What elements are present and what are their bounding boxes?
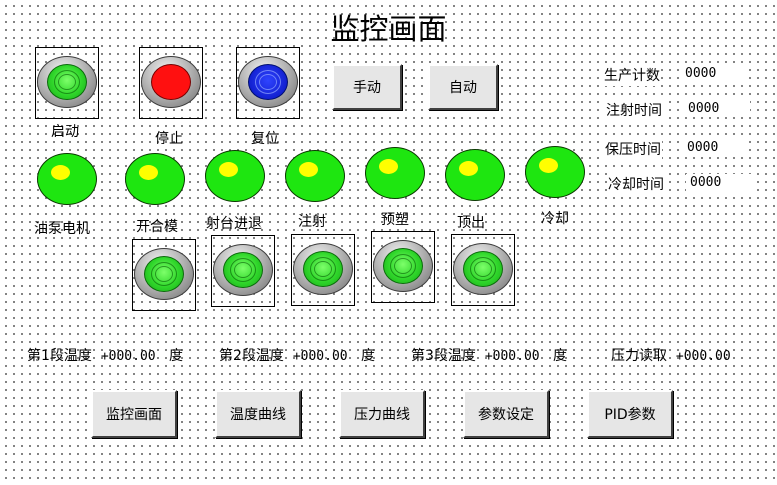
carriage-button-frame[interactable] <box>211 235 275 307</box>
start-button[interactable] <box>37 56 97 108</box>
start-button-frame[interactable] <box>35 47 99 119</box>
ejection-button[interactable] <box>453 243 513 295</box>
zone1-temperature: 第1段温度 +000.00 度 <box>27 345 183 365</box>
stop-button-cap <box>151 64 191 100</box>
zone3-temperature: 第3段温度 +000.00 度 <box>411 345 567 365</box>
manual-mode-button[interactable]: 手动 <box>332 64 402 110</box>
stop-button-label: 停止 <box>155 131 183 147</box>
reset-button-frame[interactable] <box>236 47 300 119</box>
reset-button-cap <box>248 64 288 100</box>
mold-open-close-button[interactable] <box>134 248 194 300</box>
nav-pid-parameters-button[interactable]: PID参数 <box>587 390 673 438</box>
hold-pressure-time-value: 0000 <box>683 139 749 156</box>
plasticizing-lamp <box>365 147 425 199</box>
pressure-reading-value: +000.00 <box>675 349 731 364</box>
stop-button[interactable] <box>141 56 201 108</box>
zone3-temperature-value: +000.00 <box>484 349 540 364</box>
zone1-temperature-value: +000.00 <box>100 349 156 364</box>
ejection-label: 顶出 <box>457 215 485 231</box>
zone2-temperature-value: +000.00 <box>292 349 348 364</box>
zone1-temperature-label: 第1段温度 <box>27 348 92 364</box>
zone3-temperature-label: 第3段温度 <box>411 348 476 364</box>
nav-pressure-curve-button[interactable]: 压力曲线 <box>339 390 425 438</box>
ejection-lamp <box>445 149 505 201</box>
pressure-reading-label: 压力读取 <box>611 348 667 364</box>
nav-monitor-screen-button[interactable]: 监控画面 <box>91 390 177 438</box>
nav-parameter-settings-button[interactable]: 参数设定 <box>463 390 549 438</box>
stop-button-frame[interactable] <box>139 47 203 119</box>
injection-time-value: 0000 <box>684 100 750 117</box>
zone2-temperature-label: 第2段温度 <box>219 348 284 364</box>
mold-open-close-lamp <box>125 153 185 205</box>
injection-button-frame[interactable] <box>291 234 355 306</box>
reset-button[interactable] <box>238 56 298 108</box>
hold-pressure-time-label: 保压时间 <box>604 138 662 160</box>
cooling-time-value: 0000 <box>686 174 752 191</box>
cooling-lamp <box>525 146 585 198</box>
plasticizing-button-frame[interactable] <box>371 231 435 303</box>
oil-pump-motor-lamp <box>37 153 97 205</box>
zone1-temperature-unit: 度 <box>168 348 183 364</box>
oil-pump-motor-label: 油泵电机 <box>34 221 90 237</box>
injection-label: 注射 <box>298 214 326 230</box>
injection-lamp <box>285 150 345 202</box>
page-title: 监控画面 <box>330 12 447 46</box>
production-count-label: 生产计数 <box>603 64 661 86</box>
injection-time-label: 注射时间 <box>605 99 663 121</box>
cooling-label: 冷却 <box>541 211 569 227</box>
carriage-advance-retract-button[interactable] <box>213 244 273 296</box>
nav-temperature-curve-button[interactable]: 温度曲线 <box>215 390 301 438</box>
mold-open-close-label: 开合模 <box>136 219 178 235</box>
pressure-reading: 压力读取 +000.00 <box>611 345 731 365</box>
ejection-button-frame[interactable] <box>451 234 515 306</box>
plasticizing-label: 预塑 <box>381 212 409 228</box>
carriage-advance-retract-lamp <box>205 150 265 202</box>
plasticizing-button[interactable] <box>373 240 433 292</box>
start-button-cap <box>47 64 87 100</box>
carriage-advance-retract-label: 射台进退 <box>206 216 262 232</box>
start-button-label: 启动 <box>51 124 79 140</box>
auto-mode-button[interactable]: 自动 <box>428 64 498 110</box>
zone2-temperature-unit: 度 <box>360 348 375 364</box>
cooling-time-label: 冷却时间 <box>607 173 665 195</box>
mold-open-close-button-frame[interactable] <box>132 239 196 311</box>
production-count-value: 0000 <box>681 65 747 82</box>
zone2-temperature: 第2段温度 +000.00 度 <box>219 345 375 365</box>
reset-button-label: 复位 <box>251 131 279 147</box>
zone3-temperature-unit: 度 <box>552 348 567 364</box>
injection-button[interactable] <box>293 243 353 295</box>
